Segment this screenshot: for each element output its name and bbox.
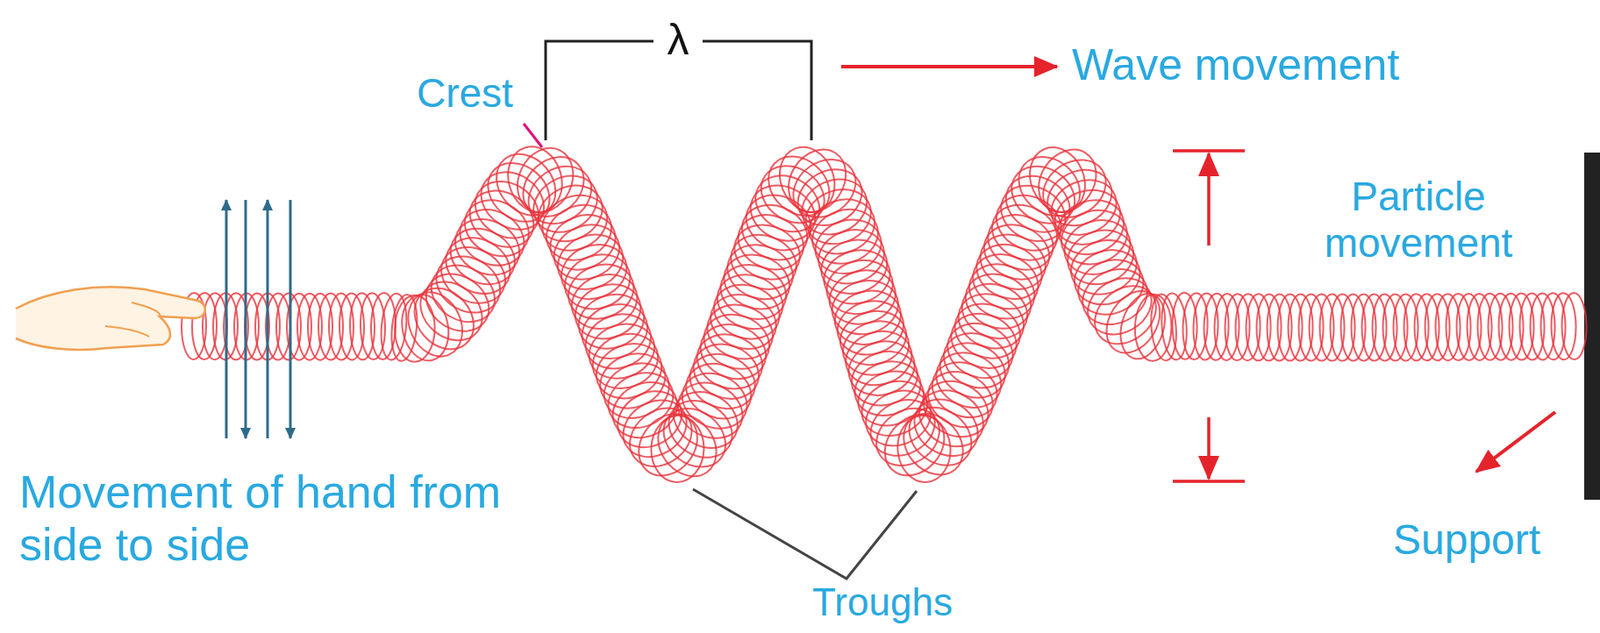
spring-coil [745, 164, 829, 243]
spring-coil [533, 185, 616, 261]
crest-label: Crest [416, 70, 514, 117]
spring-coil [658, 389, 743, 470]
spring-coil [517, 154, 603, 236]
spring-coil [537, 195, 620, 271]
spring-coil [664, 381, 748, 459]
leader-line [523, 123, 543, 148]
spring-coil [592, 344, 674, 419]
up-arrow [225, 200, 229, 439]
up-arrow [266, 200, 270, 439]
wave-movement-label: Wave movement [1071, 40, 1400, 92]
spring-coil [612, 388, 697, 469]
spring-coil [426, 245, 510, 324]
spring-coil [909, 379, 993, 458]
spring-coil [1159, 292, 1189, 362]
spring-coil [1073, 259, 1157, 336]
spring-coil [782, 147, 868, 229]
hand-finger [131, 302, 160, 317]
spring-coil [1550, 292, 1577, 360]
spring-coil [914, 371, 998, 448]
spring-coil [996, 164, 1080, 243]
spring-coil [983, 195, 1065, 271]
spring-coil [904, 387, 989, 468]
spring-coil [788, 158, 872, 236]
spring-coil [979, 205, 1062, 279]
spring-axis [193, 178, 1585, 450]
wavelength-symbol: λ [667, 14, 690, 66]
spring-coil [865, 397, 950, 479]
spring-coil [402, 276, 486, 362]
spring-coil [650, 414, 706, 484]
limit-bar [1172, 479, 1245, 484]
particle-movement-label: Particle movement [1308, 173, 1529, 267]
spring-coil [919, 362, 1002, 438]
spring-coil [931, 334, 1014, 408]
troughs-bracket [692, 489, 917, 579]
spring-coil [507, 138, 584, 222]
support-label: Support [1392, 515, 1541, 565]
hand-movement-label: Movement of hand from side to side [19, 466, 546, 572]
spring-coil [1032, 148, 1118, 229]
spring-coil [396, 290, 455, 365]
spring-coil [1095, 281, 1172, 364]
down-arrow [244, 200, 248, 439]
spring-coil [1561, 292, 1587, 360]
up-arrow [1207, 153, 1211, 246]
spring-coil [500, 140, 570, 220]
hand-outline [15, 286, 206, 350]
spring-coil [528, 175, 613, 252]
spring-coil [542, 205, 624, 279]
spring-coil [1042, 171, 1125, 245]
spring-coil [792, 169, 876, 244]
support-arrow [1476, 412, 1556, 472]
spring-coil [673, 364, 756, 439]
spring-coil [1113, 288, 1172, 365]
spring-coil [431, 236, 515, 315]
spring-coil [1078, 267, 1163, 346]
spring-coil [928, 342, 1010, 417]
limit-bar [1172, 149, 1245, 153]
spring-coil [976, 215, 1058, 290]
spring-coil [646, 402, 729, 488]
spring-coil [669, 372, 752, 449]
spring-coil [678, 354, 760, 429]
troughs-label: Troughs [812, 582, 953, 623]
wave-direction-arrow [841, 64, 1058, 69]
hand [15, 286, 206, 350]
spring-coil [398, 283, 473, 365]
hand-motion-arrows [226, 200, 291, 439]
down-arrow [289, 200, 293, 439]
hand-finger [105, 326, 150, 337]
spring-coil [435, 227, 520, 305]
particle-motion-arrows [1172, 150, 1245, 482]
spring-coil [923, 352, 1006, 428]
down-arrow [1207, 417, 1211, 479]
slinky-spring [181, 138, 1587, 488]
spring-coil [1038, 159, 1122, 236]
spring-coil [891, 401, 975, 487]
spring-coil [523, 164, 608, 243]
